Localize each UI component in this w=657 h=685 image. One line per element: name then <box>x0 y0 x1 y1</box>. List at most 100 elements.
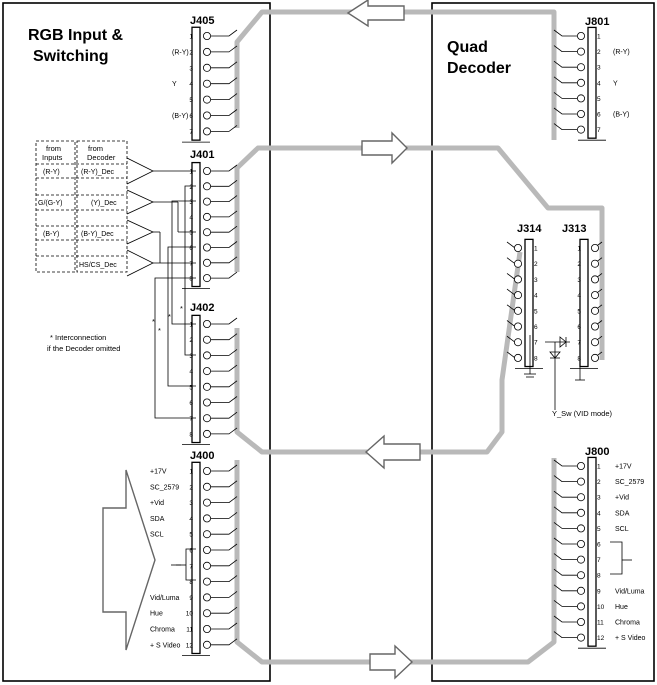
j402-pin-6 <box>202 398 211 407</box>
j800-ground-bracket <box>610 541 623 575</box>
j800-pin-3 <box>577 493 586 502</box>
j801-pin-7-wire <box>553 123 577 130</box>
j405-pin-number-3: 3 <box>189 65 193 72</box>
table-decoder-b-y: (B-Y)_Dec <box>81 231 114 238</box>
j801-pin-number-4: 4 <box>597 80 601 87</box>
j314-pin-number-6: 6 <box>534 324 538 331</box>
j401-pin-2 <box>202 182 211 191</box>
j800-pin-number-3: 3 <box>597 495 601 502</box>
j801-pin-7 <box>577 125 586 134</box>
interconnection-note: * Interconnection <box>50 333 106 342</box>
j401-pin-number-4: 4 <box>189 214 193 221</box>
j405-pin-number-7: 7 <box>189 129 193 136</box>
table-input-g-y: G/(G-Y) <box>38 200 63 207</box>
j313-pin-number-1: 1 <box>577 246 581 253</box>
table-header-inputs-1: from <box>46 144 61 153</box>
j400-pin-3 <box>202 498 211 507</box>
j400-pin-10 <box>202 609 211 618</box>
table-input-b-y: (B-Y) <box>43 231 59 238</box>
j314-pin-2-wire <box>506 257 517 265</box>
j400-pin-5 <box>202 530 211 539</box>
j314-pin-7 <box>514 338 523 347</box>
j800-pin-1-wire <box>553 459 577 467</box>
decoder-block-frame <box>431 2 655 682</box>
j401-pin-1-wire <box>211 164 238 172</box>
j800-pin-12 <box>577 633 586 642</box>
j801-pin-5-wire <box>553 92 577 99</box>
j314-pin-5 <box>514 306 523 315</box>
j401-pin-number-6: 6 <box>189 245 193 252</box>
j401-pin-number-2: 2 <box>189 184 193 191</box>
j800-pin-7 <box>577 555 586 564</box>
table-decoder-r-y: (R-Y)_Dec <box>81 169 115 176</box>
table-header-inputs-2: Inputs <box>42 153 63 162</box>
flow-arrow-control-bus <box>102 469 156 651</box>
j405-pin-number-5: 5 <box>189 97 193 104</box>
j401-pin-3 <box>202 197 211 206</box>
j405-pin-6-wire <box>211 109 238 116</box>
j405-pin-number-2: 2 <box>189 49 193 56</box>
j800-signal-5: SCL <box>615 526 629 533</box>
j400-pin-number-12: 12 <box>186 642 194 649</box>
j800-pin-6 <box>577 540 586 549</box>
y-switch-label: Y_Sw (VID mode) <box>552 409 613 418</box>
j400-pin-1 <box>202 466 211 475</box>
j313-pin-8 <box>591 353 600 362</box>
j401-pin-5 <box>202 228 211 237</box>
j405-pin-number-1: 1 <box>189 34 193 41</box>
j800-pin-4 <box>577 508 586 517</box>
j402-header-body <box>191 314 201 444</box>
j402-pin-2-wire <box>211 333 238 341</box>
j402-pin-7-wire <box>211 411 238 419</box>
j313-pin-number-3: 3 <box>577 277 581 284</box>
j401-pin-8-wire <box>211 271 238 279</box>
j801-pin-number-7: 7 <box>597 127 601 134</box>
j401-pin-number-1: 1 <box>189 169 193 176</box>
j402-label: J402 <box>190 302 214 314</box>
j405-pin-5 <box>202 95 211 104</box>
j401-pin-number-7: 7 <box>189 260 193 267</box>
j314-pin-number-1: 1 <box>534 246 538 253</box>
table-input-r-y: (R-Y) <box>43 169 60 176</box>
j405-pin-7-wire <box>211 125 238 132</box>
j801-pin-number-5: 5 <box>597 96 601 103</box>
flow-arrow-right-j400 <box>369 644 414 680</box>
table-decoder-hs-cs: HS/CS_Dec <box>79 262 117 269</box>
j801-pin-4-wire <box>553 76 577 84</box>
j800-pin-number-5: 5 <box>597 526 601 533</box>
rgb-block-frame <box>2 2 271 682</box>
j801-signal-2: (R-Y) <box>613 49 630 56</box>
j800-pin-number-4: 4 <box>597 510 601 517</box>
j800-pin-11 <box>577 618 586 627</box>
j405-pin-2-wire <box>211 45 238 53</box>
j400-pin-number-9: 9 <box>189 595 193 602</box>
j800-signal-9: Vid/Luma <box>615 588 645 595</box>
j400-pin-number-2: 2 <box>189 484 193 491</box>
rgb-block-title-2: Switching <box>33 48 109 65</box>
j313-label: J313 <box>562 223 586 235</box>
j800-pin-5 <box>577 524 586 533</box>
flow-arrow-left-top <box>346 0 405 28</box>
j800-pin-3-wire <box>553 490 577 498</box>
j313-pin-number-8: 8 <box>577 355 581 362</box>
j400-pin-number-8: 8 <box>189 579 193 586</box>
j313-pin-number-5: 5 <box>577 308 581 315</box>
j800-pin-number-12: 12 <box>597 635 605 642</box>
j314-pin-8 <box>514 353 523 362</box>
j314-pin-2 <box>514 259 523 268</box>
j400-pin-number-5: 5 <box>189 532 193 539</box>
j800-pin-number-7: 7 <box>597 557 601 564</box>
j800-pin-10 <box>577 602 586 611</box>
j801-pin-2 <box>577 47 586 56</box>
j401-pin-2-wire <box>211 179 238 187</box>
j402-pin-5 <box>202 382 211 391</box>
j314-pin-1-wire <box>506 241 517 249</box>
j400-pin-number-1: 1 <box>189 469 193 476</box>
j313-pin-number-7: 7 <box>577 340 581 347</box>
j400-signal-5: SCL <box>150 532 164 539</box>
cable-j314-j402 <box>234 251 523 455</box>
j800-pin-10-wire <box>553 600 577 607</box>
j801-pin-5 <box>577 94 586 103</box>
j801-signal-4: Y <box>613 80 618 87</box>
